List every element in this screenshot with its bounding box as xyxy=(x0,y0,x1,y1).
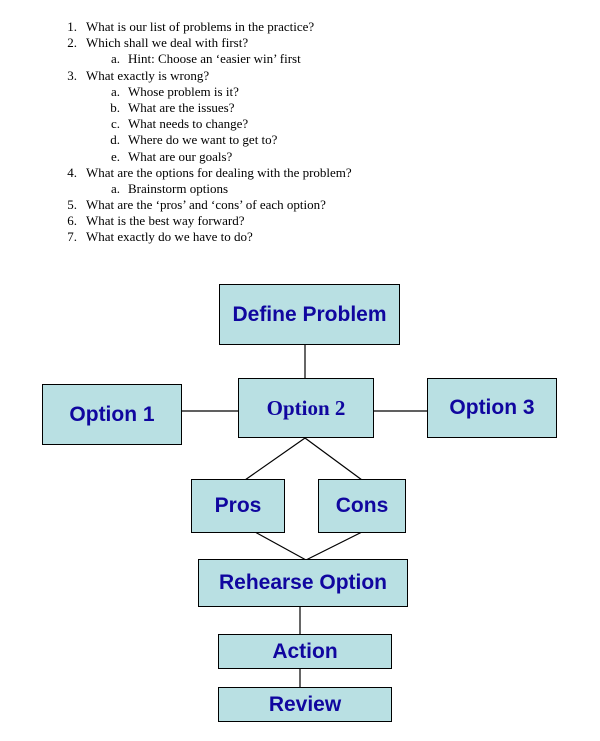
pros-label: Pros xyxy=(214,494,262,517)
sub-question-item: c. What needs to change? xyxy=(0,116,600,132)
sub-question-letter: a. xyxy=(110,180,120,196)
connector-cons-to-rehearse xyxy=(305,531,363,561)
question-text: What are the options for dealing with th… xyxy=(86,164,352,180)
question-item: 4. What are the options for dealing with … xyxy=(0,165,600,181)
review-label: Review xyxy=(268,692,342,716)
connector-pros-to-rehearse xyxy=(254,531,307,561)
sub-question-text: What are the issues? xyxy=(128,99,235,115)
rehearse-option-label: Rehearse Option xyxy=(218,571,388,594)
cons-box: Cons xyxy=(318,479,406,533)
action-box: Action xyxy=(218,634,392,669)
define-problem-label: Define Problem xyxy=(232,302,387,326)
question-text: What exactly is wrong? xyxy=(86,67,210,83)
sub-question-letter: e. xyxy=(110,148,120,164)
question-item: 2. Which shall we deal with first? xyxy=(0,35,600,51)
sub-question-item: e. What are our goals? xyxy=(0,149,600,165)
question-text: What exactly do we have to do? xyxy=(86,229,253,245)
question-item: 3. What exactly is wrong? xyxy=(0,68,600,84)
question-text: Which shall we deal with first? xyxy=(86,35,249,51)
sub-question-letter: a. xyxy=(110,51,120,67)
sub-question-text: What are our goals? xyxy=(128,148,233,164)
cons-label: Cons xyxy=(335,494,389,517)
sub-question-text: Brainstorm options xyxy=(128,180,229,196)
option-2-box: Option 2 xyxy=(238,378,374,438)
question-number: 2. xyxy=(67,35,77,51)
sub-question-item: b. What are the issues? xyxy=(0,100,600,116)
sub-question-item: a. Brainstorm options xyxy=(0,181,600,197)
question-item: 1. What is our list of problems in the pr… xyxy=(0,19,600,35)
question-item: 6. What is the best way forward? xyxy=(0,213,600,229)
sub-question-letter: d. xyxy=(110,132,120,148)
question-text: What are the ‘pros’ and ‘cons’ of each o… xyxy=(86,197,326,213)
action-label: Action xyxy=(272,639,338,663)
option-3-label: Option 3 xyxy=(449,396,535,419)
option-1-box: Option 1 xyxy=(42,384,182,445)
question-number: 1. xyxy=(67,19,77,34)
connector-option2-to-cons xyxy=(304,437,363,481)
sub-question-item: d. Where do we want to get to? xyxy=(0,132,600,148)
sub-question-letter: b. xyxy=(110,99,120,115)
question-number: 4. xyxy=(67,164,77,180)
rehearse-option-box: Rehearse Option xyxy=(198,559,408,607)
question-text: What is the best way forward? xyxy=(86,213,245,229)
question-number: 6. xyxy=(67,213,77,229)
question-number: 3. xyxy=(67,67,77,83)
sub-question-text: What needs to change? xyxy=(128,116,249,132)
option-1-label: Option 1 xyxy=(69,402,155,426)
connector-option2-to-pros xyxy=(244,437,306,481)
sub-question-text: Whose problem is it? xyxy=(128,83,239,99)
define-problem-box: Define Problem xyxy=(219,284,400,345)
pros-box: Pros xyxy=(191,479,285,533)
sub-question-item: a. Whose problem is it? xyxy=(0,84,600,100)
review-box: Review xyxy=(218,687,392,722)
sub-question-text: Where do we want to get to? xyxy=(128,132,278,148)
question-item: 7. What exactly do we have to do? xyxy=(0,229,600,245)
question-text: What is our list of problems in the prac… xyxy=(86,19,315,34)
question-list: 1. What is our list of problems in the pr… xyxy=(0,19,600,246)
question-number: 7. xyxy=(67,229,77,245)
sub-question-letter: a. xyxy=(110,83,120,99)
question-item: 5. What are the ‘pros’ and ‘cons’ of each… xyxy=(0,197,600,213)
sub-question-text: Hint: Choose an ‘easier win’ first xyxy=(128,51,301,67)
question-number: 5. xyxy=(67,197,77,213)
option-3-box: Option 3 xyxy=(427,378,557,438)
option-2-label: Option 2 xyxy=(266,395,346,420)
sub-question-item: a. Hint: Choose an ‘easier win’ first xyxy=(0,51,600,67)
sub-question-letter: c. xyxy=(110,116,120,132)
